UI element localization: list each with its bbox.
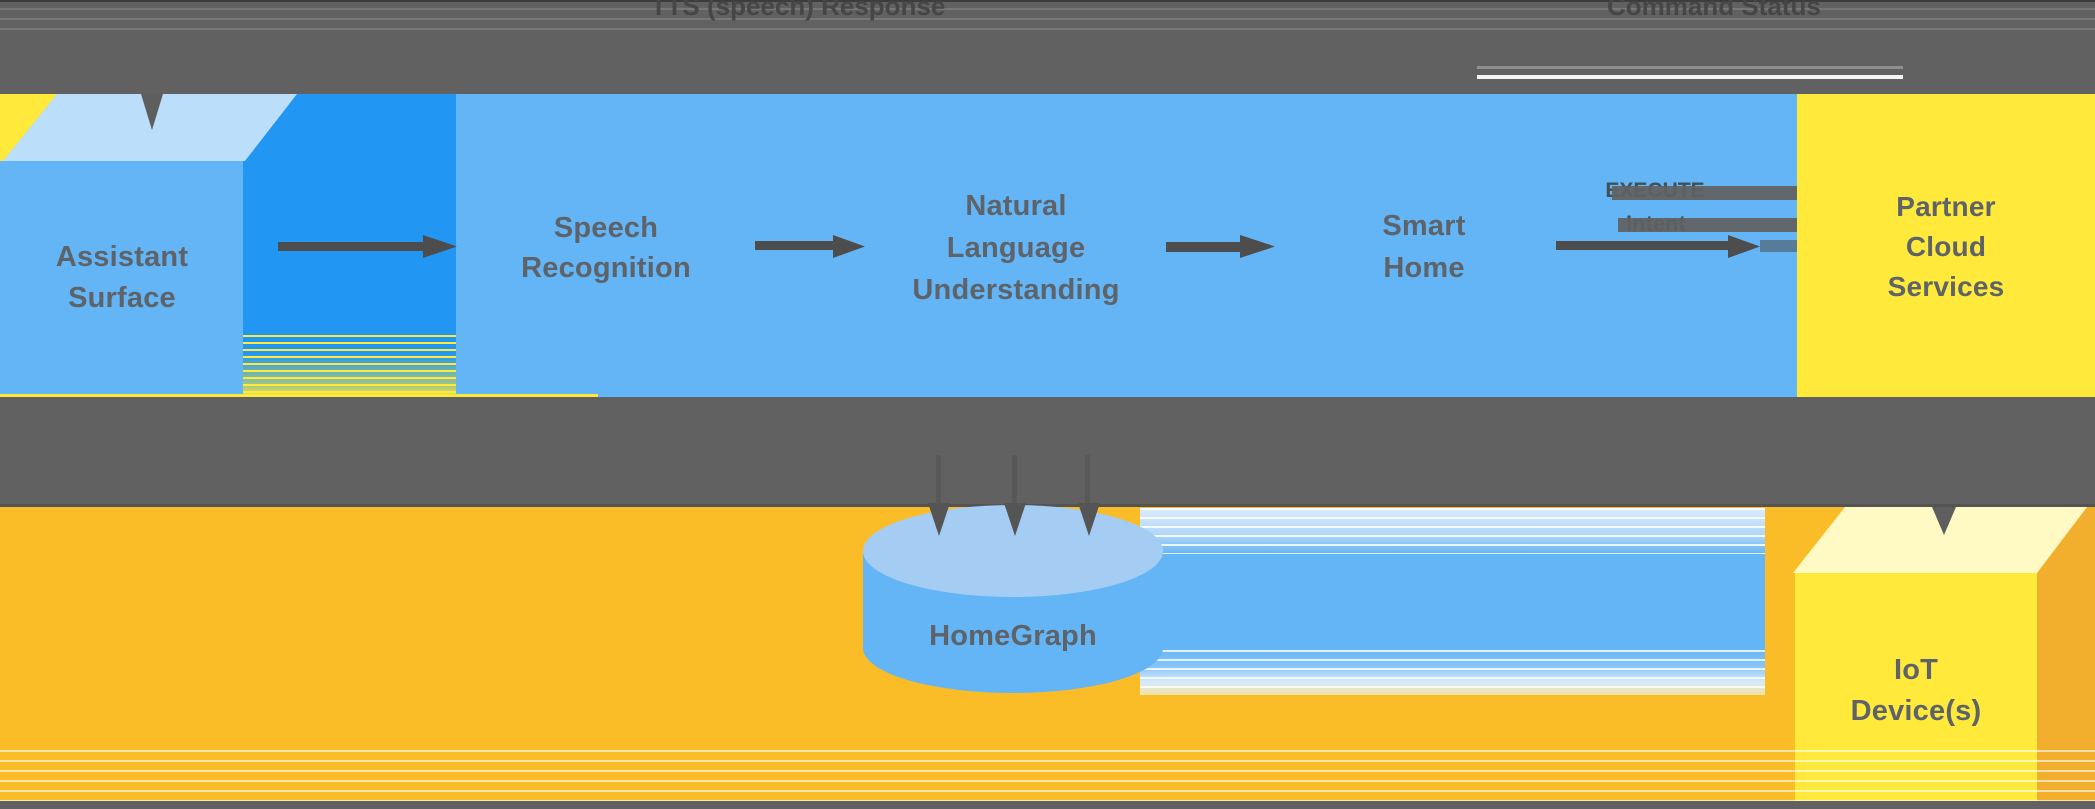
command-status-label: Command Status <box>1607 0 1821 21</box>
iot-devices-label: IoT Device(s) <box>1850 654 1982 727</box>
top-edge-line <box>0 0 2095 2</box>
blue-band-bottom-stripes <box>1140 650 1765 695</box>
speech-recognition-label: Speech Recognition <box>521 212 691 284</box>
execute-redaction-bar <box>1612 186 1797 200</box>
arrow-speech-to-nlu <box>755 241 833 250</box>
partner-cloud-services-node <box>1797 94 2095 397</box>
arrow-smarthome-to-partner <box>1556 241 1728 250</box>
yellow-underline <box>0 394 598 398</box>
nlu-label: Natural Language Understanding <box>912 190 1120 306</box>
smart-home-label: Smart Home <box>1382 210 1466 284</box>
blue-band-top-stripes <box>1140 508 1765 554</box>
homegraph-arrow-shaft-2 <box>1012 455 1017 507</box>
arrow-smear <box>1760 240 1797 252</box>
partner-cloud-services-label: Partner Cloud Services <box>1887 191 2005 302</box>
arrow-nlu-to-smarthome <box>1166 242 1240 252</box>
homegraph-blue-band <box>1140 508 1765 695</box>
assistant-surface-node <box>0 161 243 397</box>
return-line-white <box>1477 75 1903 79</box>
assistant-surface-label: Assistant Surface <box>55 241 189 314</box>
return-line-gray <box>1477 66 1903 69</box>
band-scanlines <box>0 0 2095 30</box>
intent-redaction-bar <box>1618 218 1797 232</box>
tts-response-label: TTS (speech) Response <box>650 0 946 21</box>
homegraph-arrow-shaft-1 <box>936 455 941 507</box>
homegraph-arrow-shaft-3 <box>1085 455 1090 507</box>
assistant-cube-fade-stripes <box>243 330 456 397</box>
homegraph-label: HomeGraph <box>929 620 1097 652</box>
top-gray-band: TTS (speech) Response Command Status <box>0 0 2095 94</box>
middle-gray-band <box>0 397 2095 507</box>
bottom-pinstripes <box>0 750 2095 801</box>
arrow-assistant-to-speech <box>278 242 423 251</box>
bottom-gray-strip <box>0 801 2095 809</box>
